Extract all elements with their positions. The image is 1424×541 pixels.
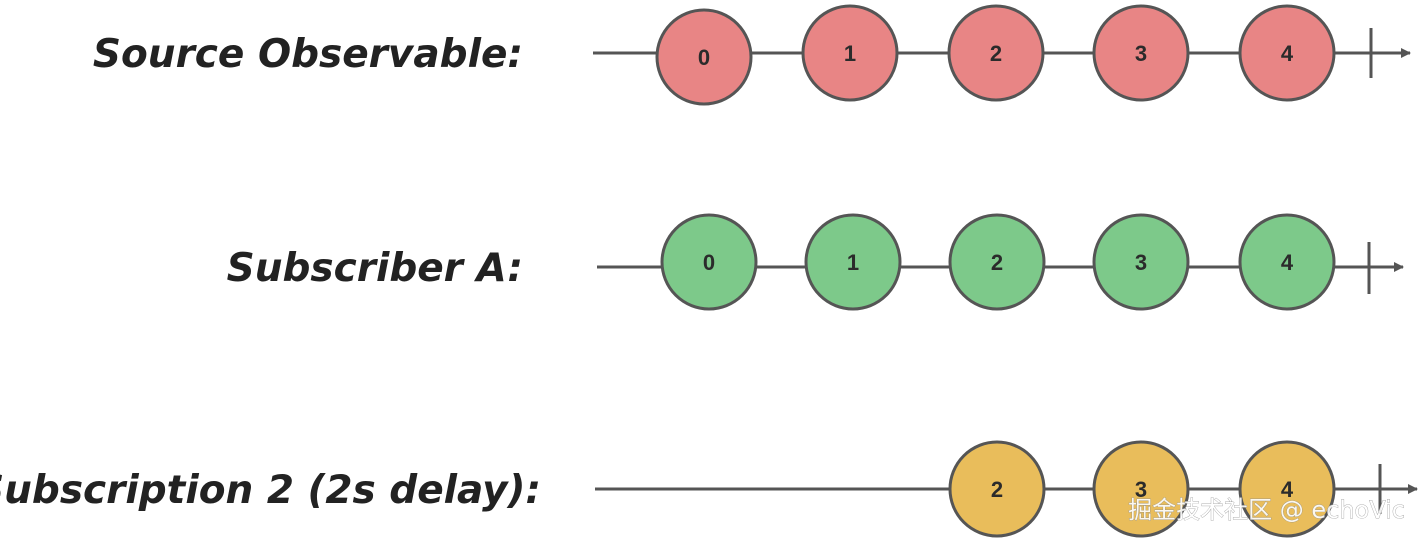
marble-value: 3 xyxy=(1135,477,1147,502)
marble-value: 2 xyxy=(991,250,1003,275)
timeline-source-observable: Source Observable: 0 1 2 3 4 xyxy=(93,4,1411,106)
marble-subscriber-a-3: 3 xyxy=(1092,213,1190,311)
marble-value: 3 xyxy=(1135,250,1147,275)
marble-circle xyxy=(804,213,902,311)
marble-circle xyxy=(1092,4,1190,102)
marble-subscription-2-0: 2 xyxy=(948,440,1046,538)
marble-circle xyxy=(947,4,1045,102)
timeline-label: Source Observable: xyxy=(93,32,523,77)
marble-value: 1 xyxy=(847,250,859,275)
marble-subscription-2-1: 3 xyxy=(1092,440,1190,538)
timeline-label: Subscription 2 (2s delay): xyxy=(0,468,541,513)
marble-circle xyxy=(1238,213,1336,311)
marble-circle xyxy=(948,440,1046,538)
marble-circle xyxy=(948,213,1046,311)
marble-value: 1 xyxy=(844,41,856,66)
marble-source-4: 4 xyxy=(1238,4,1336,102)
marble-circle xyxy=(1092,213,1190,311)
marble-value: 2 xyxy=(991,477,1003,502)
marble-subscriber-a-0: 0 xyxy=(660,213,758,311)
marble-value: 4 xyxy=(1281,477,1294,502)
marble-subscriber-a-2: 2 xyxy=(948,213,1046,311)
marble-circle xyxy=(655,8,753,106)
marble-subscriber-a-4: 4 xyxy=(1238,213,1336,311)
marble-subscriber-a-1: 1 xyxy=(804,213,902,311)
marble-subscription-2-2: 4 xyxy=(1238,440,1336,538)
marble-source-3: 3 xyxy=(1092,4,1190,102)
marble-group: 2 3 4 xyxy=(948,440,1336,538)
marble-circle xyxy=(660,213,758,311)
watermark-text: 掘金技术社区 @ echoVic xyxy=(1128,496,1405,524)
marble-circle xyxy=(1238,4,1336,102)
marble-group: 0 1 2 3 4 xyxy=(655,4,1336,106)
marble-value: 3 xyxy=(1135,41,1147,66)
marble-source-0: 0 xyxy=(655,8,753,106)
timeline-subscriber-a: Subscriber A: 0 1 2 3 4 xyxy=(227,213,1404,311)
marble-circle xyxy=(1238,440,1336,538)
marble-value: 4 xyxy=(1281,250,1294,275)
marble-value: 2 xyxy=(990,41,1002,66)
marble-circle xyxy=(1092,440,1190,538)
marble-source-2: 2 xyxy=(947,4,1045,102)
marble-group: 0 1 2 3 4 xyxy=(660,213,1336,311)
marble-value: 0 xyxy=(703,250,715,275)
timeline-label: Subscriber A: xyxy=(227,246,523,291)
marble-value: 4 xyxy=(1281,41,1294,66)
marble-circle xyxy=(801,4,899,102)
timeline-subscription-2: Subscription 2 (2s delay): 2 3 4 xyxy=(0,440,1418,538)
marble-source-1: 1 xyxy=(801,4,899,102)
marble-value: 0 xyxy=(698,45,710,70)
